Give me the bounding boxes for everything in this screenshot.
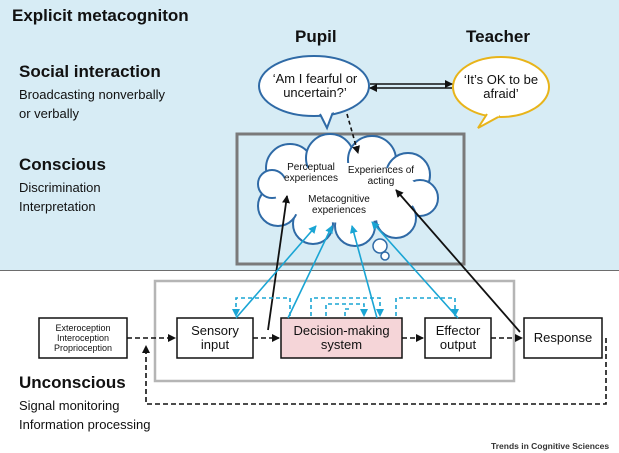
- blue-solid-metacognitive-arrows: [235, 221, 459, 319]
- decision-making-box: [280, 317, 403, 359]
- page-title: Explicit metacogniton: [12, 6, 189, 25]
- teacher-bubble-text: ‘It’s OK to be afraid’: [463, 72, 539, 101]
- conscious-heading: Conscious: [19, 155, 106, 174]
- unconscious-line-2: Information processing: [19, 417, 151, 432]
- conscious-line-2: Interpretation: [19, 199, 96, 214]
- pupil-label: Pupil: [295, 27, 337, 46]
- unconscious-heading: Unconscious: [19, 373, 126, 392]
- social-line-1: Broadcasting nonverbally: [19, 87, 165, 102]
- effector-to-acting-arrow: [395, 189, 521, 333]
- decision-making-label: Decision-making system: [293, 323, 390, 352]
- response-box: [523, 317, 603, 359]
- experiences-of-acting-label: Experiences of acting: [347, 165, 415, 187]
- sensory-input-box: [176, 317, 254, 359]
- effector-output-label: Effector output: [435, 323, 481, 352]
- interoception-label: Interoception: [56, 333, 110, 343]
- response-label: Response: [533, 330, 593, 345]
- metacognitive-experiences-label: Metacognitive experiences: [308, 194, 370, 216]
- pupil-speech-bubble: [258, 55, 370, 131]
- sensory-input-label: Sensory input: [191, 323, 239, 352]
- input-modalities-list: Exteroception Interoception Propriocepti…: [39, 318, 127, 358]
- blue-dashed-feedback-arrows: [232, 297, 459, 317]
- teacher-speech-bubble: [452, 56, 550, 129]
- sensory-to-perceptual-arrow: [267, 195, 290, 331]
- credit-text: Trends in Cognitive Sciences: [491, 441, 610, 451]
- conscious-frame: [235, 132, 466, 266]
- cloud-tail-circle-large: [372, 238, 388, 254]
- cloud-tail-circle-small: [380, 251, 390, 261]
- teacher-label: Teacher: [466, 27, 530, 46]
- conscious-line-1: Discrimination: [19, 180, 101, 195]
- unconscious-line-1: Signal monitoring: [19, 398, 120, 413]
- pupil-bubble-text: ‘Am I fearful or uncertain?’: [272, 71, 358, 100]
- social-interaction-heading: Social interaction: [19, 62, 161, 81]
- unconscious-frame: [153, 279, 516, 383]
- exteroception-label: Exteroception: [55, 323, 111, 333]
- cloud-center-fill: [275, 163, 419, 223]
- perceptual-experiences-label: Perceptual experiences: [284, 162, 338, 184]
- proprioception-label: Proprioception: [53, 343, 113, 353]
- social-line-2: or verbally: [19, 106, 79, 121]
- feedback-loop-dashed-arrow: [142, 338, 607, 405]
- conscious-unconscious-divider: [0, 270, 619, 271]
